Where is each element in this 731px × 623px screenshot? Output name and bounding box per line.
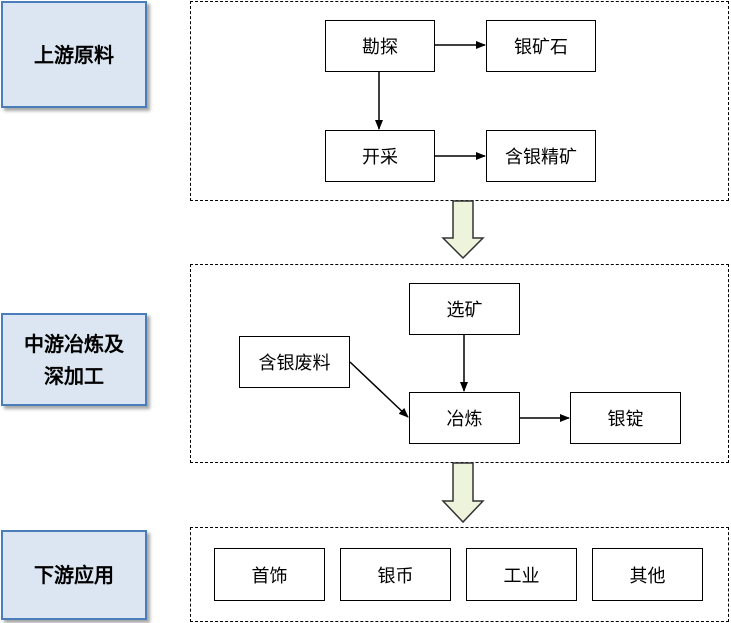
node-industry: 工业 xyxy=(466,548,577,601)
node-silver-coins: 银币 xyxy=(340,548,451,601)
stage-downstream-label: 下游应用 xyxy=(1,530,147,620)
block-arrow-upstream-to-midstream xyxy=(441,200,485,260)
node-exploration: 勘探 xyxy=(325,20,435,72)
stage-midstream-text-line1: 中游冶炼及 xyxy=(24,331,124,356)
downstream-group xyxy=(190,527,729,622)
node-silver-ore: 银矿石 xyxy=(486,20,596,72)
node-beneficiation: 选矿 xyxy=(409,283,520,335)
stage-downstream-text: 下游应用 xyxy=(34,563,114,587)
node-smelting: 冶炼 xyxy=(409,392,520,444)
block-arrow-midstream-to-downstream xyxy=(441,462,485,524)
node-other: 其他 xyxy=(592,548,703,601)
stage-upstream-label: 上游原料 xyxy=(1,1,147,108)
stage-upstream-text: 上游原料 xyxy=(34,42,114,67)
node-jewelry: 首饰 xyxy=(214,548,325,601)
stage-midstream-text-line2: 深加工 xyxy=(44,363,104,388)
node-mining: 开采 xyxy=(325,130,435,182)
node-silver-scrap: 含银废料 xyxy=(239,336,350,388)
node-silver-ingot: 银锭 xyxy=(570,392,681,444)
upstream-group xyxy=(190,1,729,201)
stage-midstream-label: 中游冶炼及 深加工 xyxy=(1,313,147,406)
node-silver-concentrate: 含银精矿 xyxy=(486,130,596,182)
